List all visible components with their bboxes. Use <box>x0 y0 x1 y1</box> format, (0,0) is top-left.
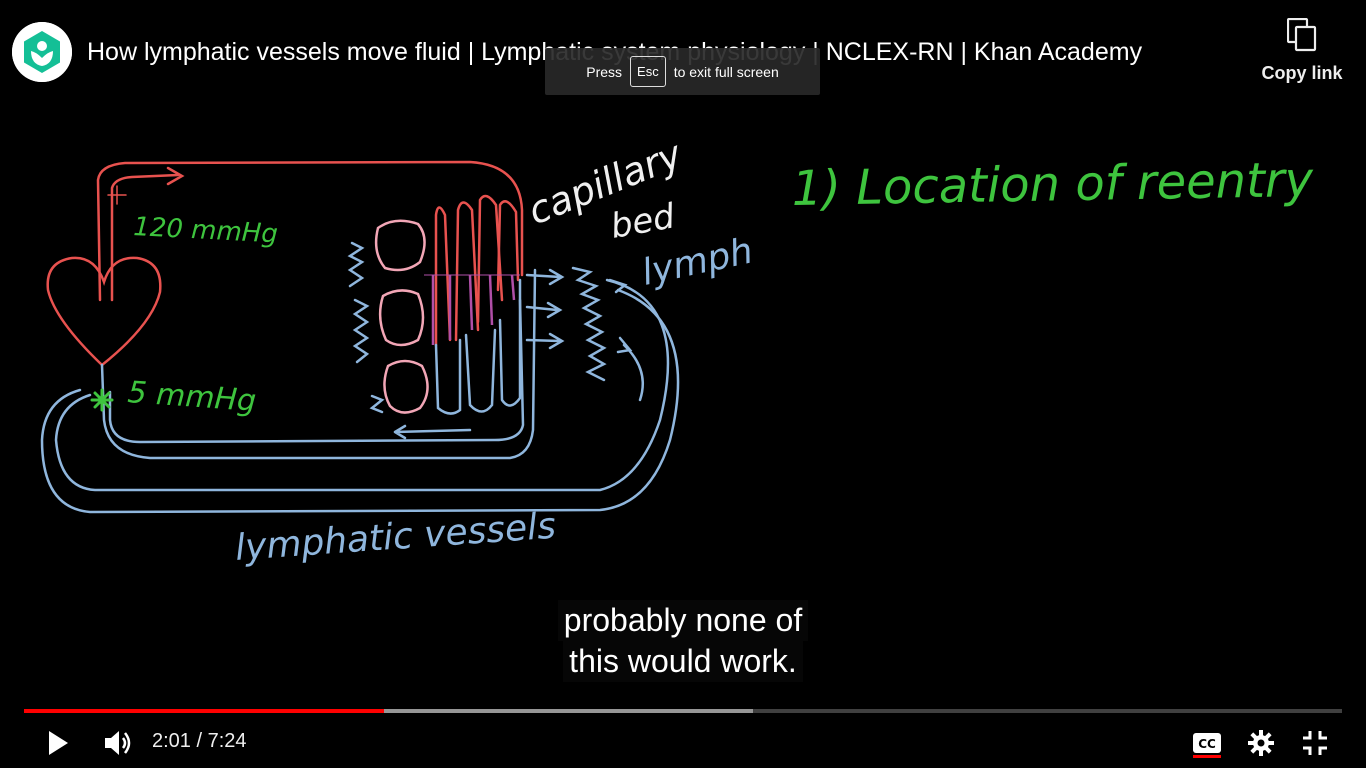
volume-icon <box>105 731 131 755</box>
artery-drawing <box>46 160 524 414</box>
caption-line-1: probably none of <box>557 600 809 641</box>
exit-fullscreen-button[interactable] <box>1297 725 1333 761</box>
progress-bar[interactable] <box>24 709 1342 713</box>
khan-academy-logo-icon <box>12 22 72 82</box>
progress-buffered <box>24 709 753 713</box>
time-display: 2:01 / 7:24 <box>152 730 247 752</box>
heading-location-of-reentry: 1) Location of reentry <box>791 152 1314 217</box>
copy-link-label: Copy link <box>1261 63 1343 83</box>
capillary-overlap <box>424 274 520 345</box>
vein-and-lymph-drawing <box>40 241 680 514</box>
settings-button[interactable] <box>1243 725 1279 761</box>
label-5-mmhg: 5 mmHg <box>126 375 257 419</box>
toast-message: to exit full screen <box>673 63 779 80</box>
captions: probably none of this would work. <box>0 600 1366 682</box>
label-lymph: lymph <box>638 230 756 293</box>
copy-link-button[interactable]: Copy link <box>1260 17 1344 84</box>
heart-valve-marker <box>90 388 114 412</box>
captions-button[interactable]: CC <box>1189 725 1225 761</box>
khan-academy-logo[interactable] <box>12 22 72 82</box>
svg-text:CC: CC <box>1198 737 1216 751</box>
exit-fullscreen-icon <box>1303 731 1327 755</box>
play-icon <box>49 731 68 755</box>
toast-esc-key: Esc <box>630 56 666 87</box>
copy-icon <box>1286 17 1317 52</box>
exit-fullscreen-toast: Press Esc to exit full screen <box>545 48 820 95</box>
caption-line-2: this would work. <box>563 641 803 682</box>
toast-press: Press <box>586 63 623 80</box>
closed-captions-icon: CC <box>1193 733 1221 753</box>
label-lymphatic-vessels: lymphatic vessels <box>234 506 557 569</box>
captions-active-indicator <box>1193 755 1221 758</box>
player-controls: 2:01 / 7:24 CC <box>0 713 1366 768</box>
label-bed: bed <box>608 196 678 247</box>
gear-icon <box>1248 730 1274 756</box>
mute-button[interactable] <box>100 725 136 761</box>
progress-played <box>24 709 384 713</box>
play-button[interactable] <box>40 725 76 761</box>
label-120-mmhg: 120 mmHg <box>133 212 279 250</box>
